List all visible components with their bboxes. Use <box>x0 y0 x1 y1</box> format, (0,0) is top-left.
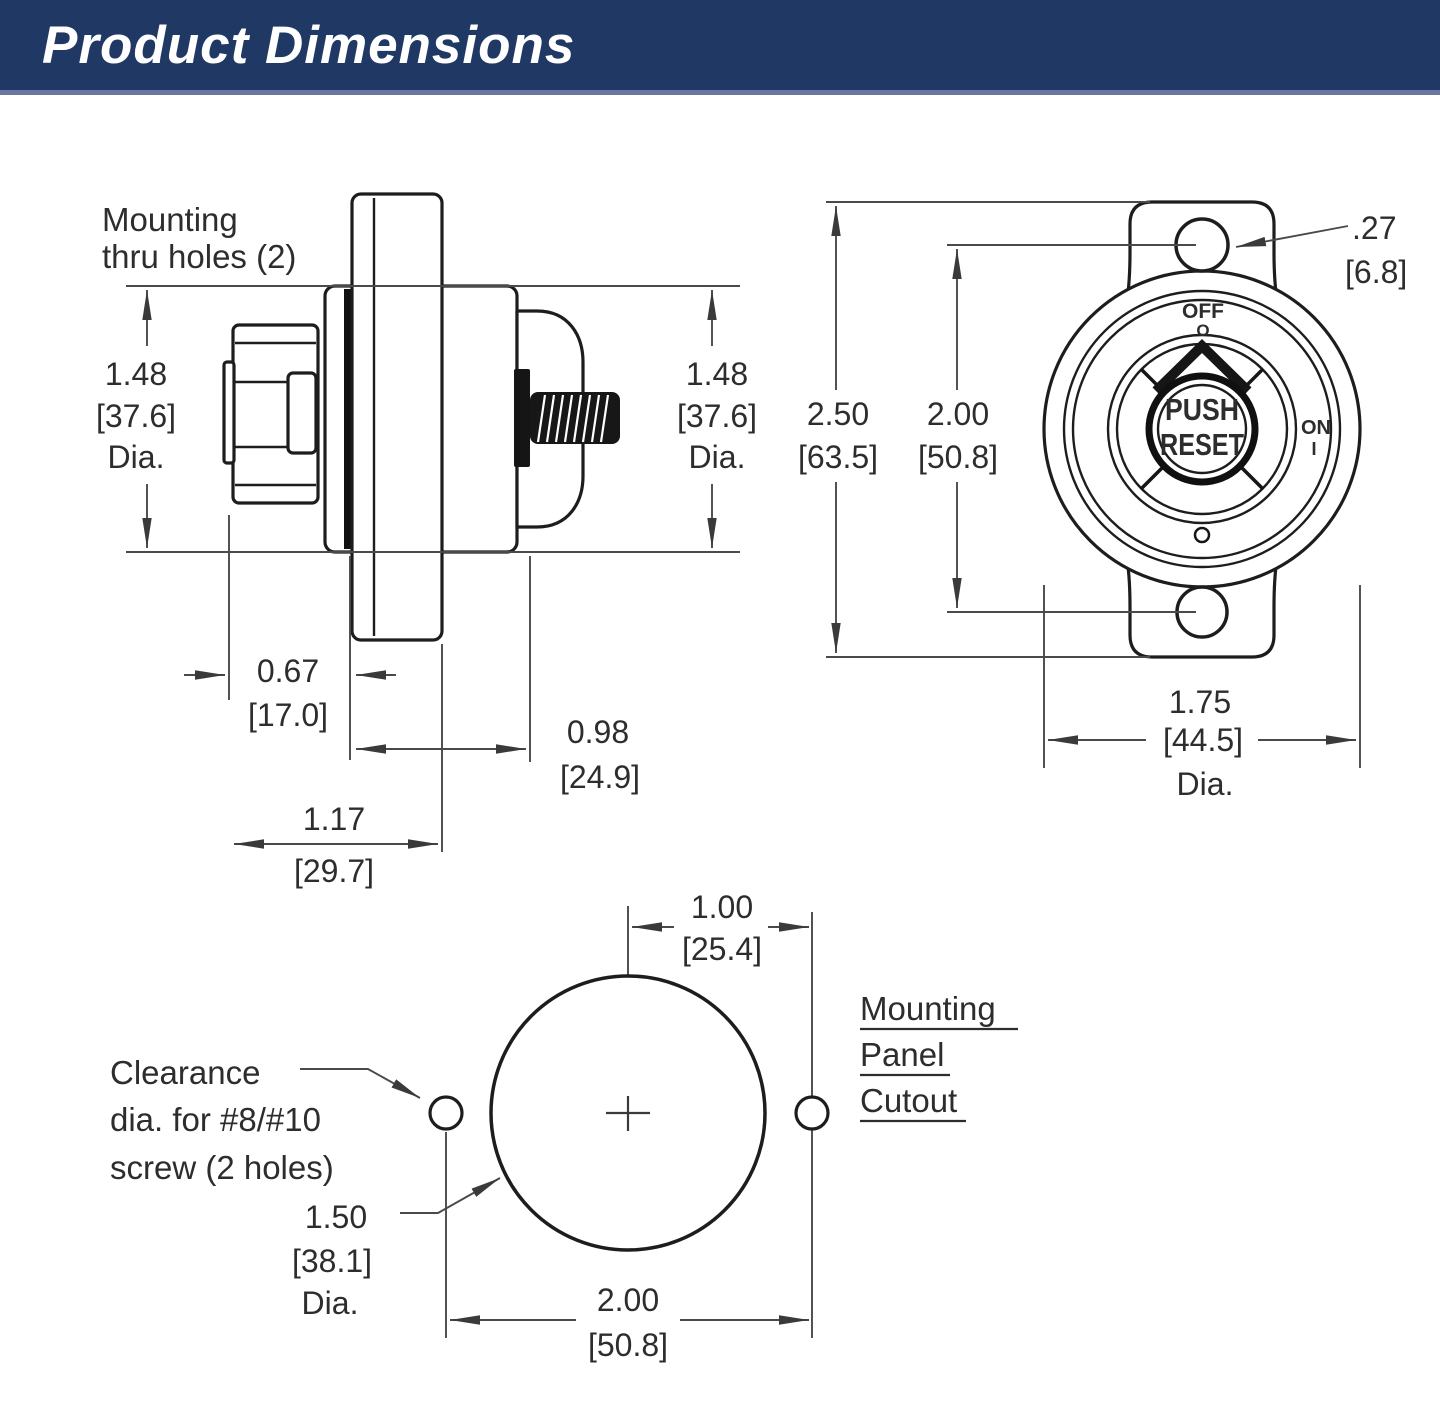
push-label: PUSH <box>1165 392 1239 427</box>
on-symbol: I <box>1311 439 1316 459</box>
page-title: Product Dimensions <box>42 15 576 75</box>
dim-body-mm: [24.9] <box>560 759 640 795</box>
technical-drawing: Mounting thru holes (2) 1.48 [37.6] Dia.… <box>96 192 1407 1363</box>
side-view-dimensions <box>126 285 740 852</box>
reset-label: RESET <box>1160 427 1244 462</box>
dim-hole-dia-value: .27 <box>1352 210 1396 246</box>
panel-label-line2: Panel <box>860 1036 944 1073</box>
off-label: OFF <box>1182 300 1224 323</box>
cutout-view: Clearance dia. for #8/#10 screw (2 holes… <box>110 889 1018 1363</box>
dia-left-mm: [37.6] <box>96 398 176 434</box>
dia-left-value: 1.48 <box>105 356 167 392</box>
dim-button-value: 0.67 <box>257 653 319 689</box>
dim-cutout-dia-mm: [38.1] <box>292 1243 372 1279</box>
cutout-geometry <box>428 906 830 1338</box>
threaded-stud <box>530 392 620 444</box>
clearance-note-line3: screw (2 holes) <box>110 1149 334 1186</box>
left-screw-hole <box>428 1095 464 1131</box>
dim-cutout-dia-suffix: Dia. <box>302 1285 359 1321</box>
on-label: ON <box>1301 417 1331 439</box>
cutout-dimensions <box>300 922 809 1325</box>
dim-body-dia-suffix: Dia. <box>1177 766 1234 802</box>
dim-holes-value: 2.00 <box>927 396 989 432</box>
mounting-note-line2: thru holes (2) <box>102 238 296 275</box>
gasket <box>344 289 353 549</box>
side-view-part <box>222 192 620 642</box>
index-mark <box>1193 526 1211 544</box>
stud-washer <box>514 369 530 467</box>
dim-overall-value: 1.17 <box>303 801 365 837</box>
dim-offset-mm: [25.4] <box>682 931 762 967</box>
dia-right-value: 1.48 <box>686 356 748 392</box>
panel-label-line1: Mounting <box>860 990 996 1027</box>
dim-body-dia-value: 1.75 <box>1169 684 1231 720</box>
dim-span-mm: [50.8] <box>588 1327 668 1363</box>
dim-body-value: 0.98 <box>567 714 629 750</box>
push-button-assembly <box>222 323 320 505</box>
dia-right-suffix: Dia. <box>689 439 746 475</box>
side-view: Mounting thru holes (2) 1.48 [37.6] Dia.… <box>96 192 757 889</box>
dim-body-dia-mm: [44.5] <box>1163 722 1243 758</box>
clearance-note-line1: Clearance <box>110 1054 260 1091</box>
dim-span-value: 2.00 <box>597 1282 659 1318</box>
mounting-note-line1: Mounting <box>102 201 238 238</box>
right-screw-hole <box>794 1095 830 1131</box>
panel-cutout-label: Mounting Panel Cutout <box>860 990 1018 1123</box>
push-reset-button <box>1145 372 1259 486</box>
dim-button-mm: [17.0] <box>248 697 328 733</box>
dim-cutout-dia-value: 1.50 <box>305 1199 367 1235</box>
dim-height-mm: [63.5] <box>798 439 878 475</box>
clearance-note-line2: dia. for #8/#10 <box>110 1101 321 1138</box>
panel-label-line3: Cutout <box>860 1082 957 1119</box>
front-view-dimensions <box>826 201 1361 768</box>
mounting-flange <box>350 192 444 642</box>
front-view: 2.50 [63.5] 2.00 [50.8] .27 [6.8] 1.75 [… <box>798 200 1407 802</box>
dim-height-value: 2.50 <box>807 396 869 432</box>
dia-left-suffix: Dia. <box>108 439 165 475</box>
off-symbol: O <box>1196 321 1209 340</box>
dia-right-mm: [37.6] <box>677 398 757 434</box>
header: Product Dimensions <box>0 0 1440 95</box>
dim-holes-mm: [50.8] <box>918 439 998 475</box>
dim-offset-value: 1.00 <box>691 889 753 925</box>
dim-overall-mm: [29.7] <box>294 853 374 889</box>
center-cross <box>606 1096 650 1131</box>
dim-hole-dia-mm: [6.8] <box>1345 254 1407 290</box>
reset-arrow-icon <box>1152 339 1252 395</box>
